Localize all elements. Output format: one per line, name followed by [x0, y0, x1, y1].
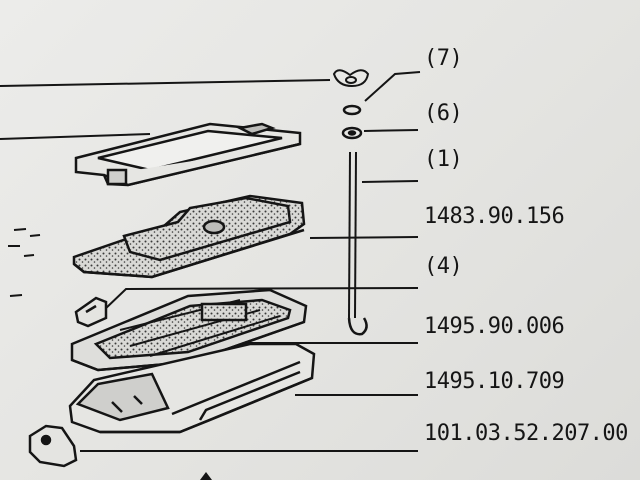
cut-mark — [200, 472, 212, 480]
part-label-7: (7) — [424, 46, 463, 71]
edge-mark — [9, 294, 23, 297]
edge-mark — [23, 254, 35, 257]
top-frame — [74, 122, 302, 187]
filter-pad — [72, 194, 306, 279]
part-label-grid-frame: 1495.90.006 — [424, 314, 565, 339]
wing-nut — [332, 69, 370, 88]
leader-line-filter-pad — [309, 236, 419, 239]
edge-mark — [29, 234, 41, 237]
part-label-4: (4) — [424, 254, 463, 279]
part-label-filter-pad: 1483.90.156 — [424, 204, 565, 229]
leader-line-top-left — [0, 79, 331, 87]
grid-frame — [70, 288, 308, 372]
bracket — [28, 424, 78, 468]
edge-mark — [13, 228, 27, 231]
part-label-housing: 1495.10.709 — [424, 369, 565, 394]
leader-line-4 — [103, 287, 419, 311]
part-label-6: (6) — [424, 101, 463, 126]
hook-rod — [347, 151, 368, 336]
housing — [68, 342, 316, 434]
leader-line-7 — [364, 71, 421, 102]
leader-line-frame — [0, 133, 151, 140]
flat-washer — [341, 126, 363, 140]
leader-line-1 — [361, 180, 419, 183]
clip — [74, 296, 108, 328]
part-label-bracket: 101.03.52.207.00 — [424, 421, 628, 446]
split-washer — [342, 104, 362, 116]
part-label-1: (1) — [424, 147, 463, 172]
leader-line-6 — [363, 129, 419, 132]
